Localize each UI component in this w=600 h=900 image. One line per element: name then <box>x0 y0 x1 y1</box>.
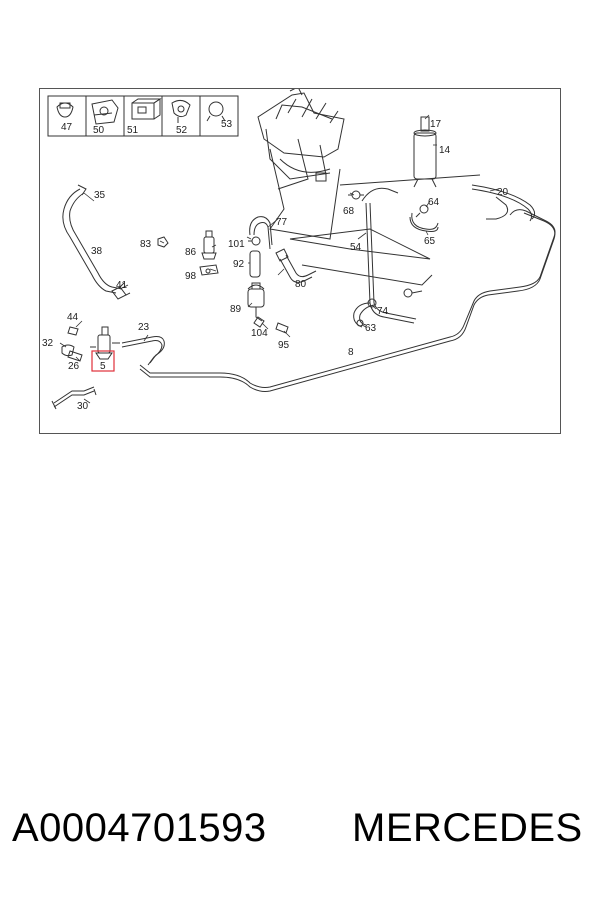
callout-101: 101 <box>228 239 245 250</box>
callout-53: 53 <box>221 119 233 130</box>
clamp-64 <box>415 204 429 218</box>
callout-17: 17 <box>430 119 442 130</box>
hose-38 <box>62 184 123 294</box>
part-104 <box>253 316 265 328</box>
part-footer: A0004701593 MERCEDES <box>0 800 600 860</box>
callout-52: 52 <box>176 125 188 136</box>
callout-38: 38 <box>91 246 103 257</box>
tube-92 <box>249 250 261 278</box>
part-101 <box>248 236 261 246</box>
legend-box <box>47 95 239 137</box>
part-83 <box>157 236 169 248</box>
callout-51: 51 <box>127 125 139 136</box>
bracket-icon <box>91 99 119 125</box>
callout-65: 65 <box>424 236 436 247</box>
callout-92: 92 <box>233 259 245 270</box>
callout-41: 41 <box>116 280 128 291</box>
leader-lines <box>59 114 499 404</box>
callout-77: 77 <box>276 217 288 228</box>
callout-50: 50 <box>93 125 105 136</box>
callout-44: 44 <box>67 312 79 323</box>
callout-80: 80 <box>295 279 307 290</box>
engine-block <box>257 89 481 286</box>
callout-8: 8 <box>348 347 354 358</box>
hose-95 <box>275 322 289 334</box>
ring-clamp-icon <box>206 101 226 122</box>
callout-54: 54 <box>350 242 362 253</box>
fuel-filter <box>413 116 437 188</box>
bracket-98 <box>199 264 219 276</box>
hose-clamp-icon <box>56 102 74 118</box>
highlight-box <box>91 350 115 372</box>
line-63 <box>353 298 377 328</box>
parts-diagram-svg: 47 50 51 52 53 17 14 20 35 38 41 68 64 6… <box>42 89 556 412</box>
fitting-68 <box>348 190 364 200</box>
parts-diagram: 47 50 51 52 53 17 14 20 35 38 41 68 64 6… <box>39 88 561 434</box>
fitting-41 <box>111 282 131 300</box>
valve-5 <box>90 326 120 360</box>
mount-block-icon <box>131 98 162 120</box>
part-32 <box>61 344 75 357</box>
callout-47: 47 <box>61 122 73 133</box>
callout-74: 74 <box>377 306 389 317</box>
callout-86: 86 <box>185 247 197 258</box>
hose-77 <box>249 216 273 250</box>
callout-104: 104 <box>251 328 268 339</box>
fuel-line-8 <box>139 209 556 392</box>
hose-23 <box>121 336 165 366</box>
hose-80 <box>275 248 317 283</box>
valve-86 <box>201 230 217 260</box>
callout-83: 83 <box>140 239 152 250</box>
callout-26: 26 <box>68 361 80 372</box>
callout-30: 30 <box>77 401 89 412</box>
pipe-30 <box>51 386 97 410</box>
part-number: A0004701593 <box>12 806 267 850</box>
callout-35: 35 <box>94 190 106 201</box>
fuel-line-54 <box>361 187 423 324</box>
callout-98: 98 <box>185 271 197 282</box>
callout-14: 14 <box>439 145 451 156</box>
callout-63: 63 <box>365 323 377 334</box>
callout-20: 20 <box>497 187 509 198</box>
callout-89: 89 <box>230 304 242 315</box>
callout-95: 95 <box>278 340 290 351</box>
callout-23: 23 <box>138 322 150 333</box>
callout-32: 32 <box>42 338 54 349</box>
part-44 <box>67 326 79 336</box>
clip-icon <box>171 99 191 123</box>
hose-65 <box>409 212 439 232</box>
callout-64: 64 <box>428 197 440 208</box>
callout-5: 5 <box>100 361 106 372</box>
brand-name: MERCEDES <box>352 806 583 850</box>
callout-labels: 47 50 51 52 53 17 14 20 35 38 41 68 64 6… <box>42 119 509 412</box>
pump-89 <box>247 282 265 322</box>
callout-68: 68 <box>343 206 355 217</box>
